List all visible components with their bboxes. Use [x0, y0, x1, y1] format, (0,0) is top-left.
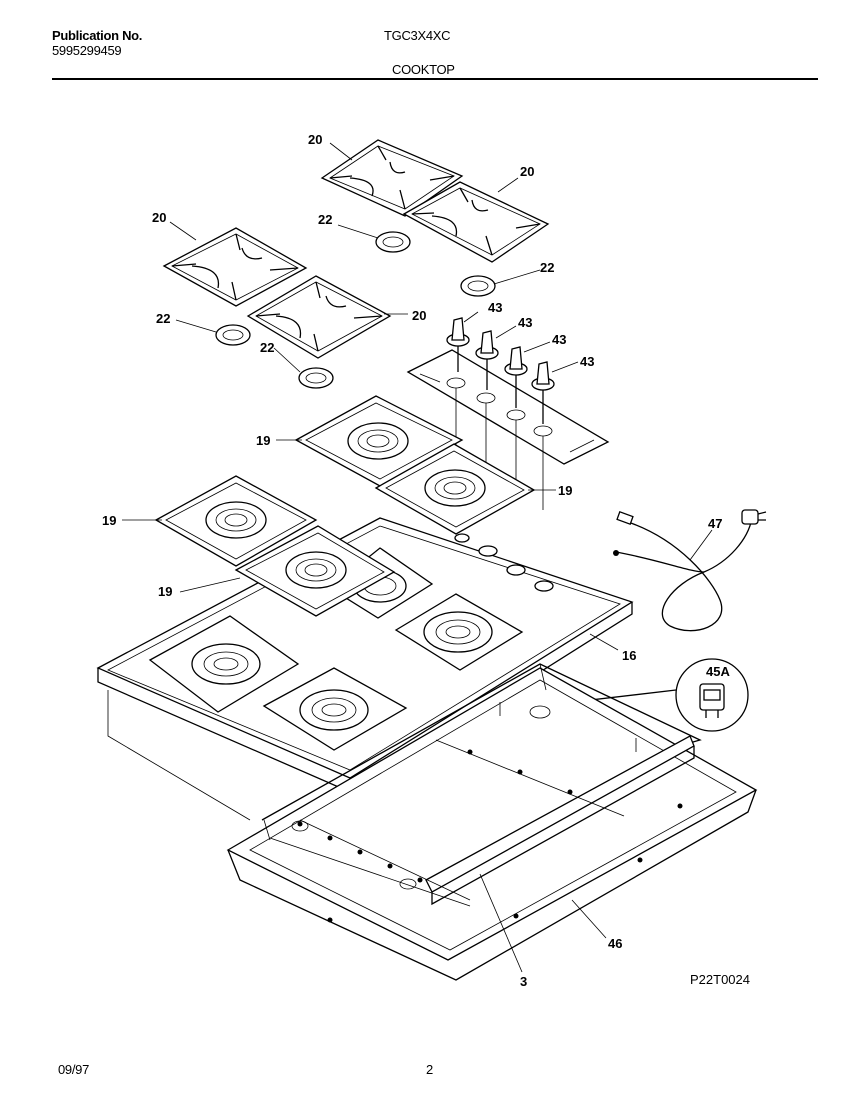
cooktop-main — [96, 517, 634, 793]
knob-leader-lines — [455, 388, 544, 510]
callout-ring-3: 22 — [156, 311, 170, 326]
grate-top-right — [402, 181, 550, 263]
drip-pan-left — [154, 475, 318, 567]
callout-bracket: 3 — [520, 974, 527, 989]
callout-ring-1: 22 — [318, 212, 332, 227]
callout-ring-2: 22 — [540, 260, 554, 275]
grate-left-front — [246, 275, 392, 359]
callout-knob-3: 43 — [552, 332, 566, 347]
assembly-leader — [107, 690, 251, 821]
knob-3 — [504, 346, 528, 408]
callout-grate-left-back: 20 — [152, 210, 166, 225]
callout-knob-2: 43 — [518, 315, 532, 330]
section-title: COOKTOP — [392, 62, 455, 77]
callout-igniter: 45A — [706, 664, 730, 679]
callout-leaders — [122, 142, 713, 973]
callout-pan-left: 19 — [102, 513, 116, 528]
publication-number: 5995299459 — [52, 43, 122, 58]
callout-grate-left-front: 20 — [412, 308, 426, 323]
callout-ring-4: 22 — [260, 340, 274, 355]
burner-ring-3 — [215, 324, 251, 346]
callout-knob-1: 43 — [488, 300, 502, 315]
grate-left-back — [162, 227, 308, 307]
header-rule — [52, 78, 818, 80]
drip-pan-back-center — [294, 395, 464, 487]
publication-label: Publication No. — [52, 28, 143, 43]
power-cord — [613, 509, 767, 632]
burner-ring-2 — [460, 275, 496, 297]
drawing-code: P22T0024 — [690, 972, 750, 987]
igniter-detail — [521, 658, 749, 732]
callout-knob-4: 43 — [580, 354, 594, 369]
callout-cord: 47 — [708, 516, 722, 531]
knob-1 — [446, 317, 470, 372]
burner-ring-4 — [298, 367, 334, 389]
footer-date: 09/97 — [58, 1062, 90, 1077]
knob-2 — [475, 330, 499, 390]
grate-top-left — [320, 139, 464, 217]
page-number: 2 — [426, 1062, 433, 1077]
drip-pan-center — [234, 525, 396, 617]
burner-box — [226, 663, 758, 981]
callout-box: 46 — [608, 936, 622, 951]
callout-pan-back-right: 19 — [558, 483, 572, 498]
burner-ring-1 — [375, 231, 411, 253]
knob-4 — [531, 361, 555, 424]
callout-top: 16 — [622, 648, 636, 663]
callout-grate-top-left: 20 — [308, 132, 322, 147]
callout-grate-top-right: 20 — [520, 164, 534, 179]
callout-pan-back-center: 19 — [256, 433, 270, 448]
callout-pan-center: 19 — [158, 584, 172, 599]
model-number: TGC3X4XC — [384, 28, 451, 43]
